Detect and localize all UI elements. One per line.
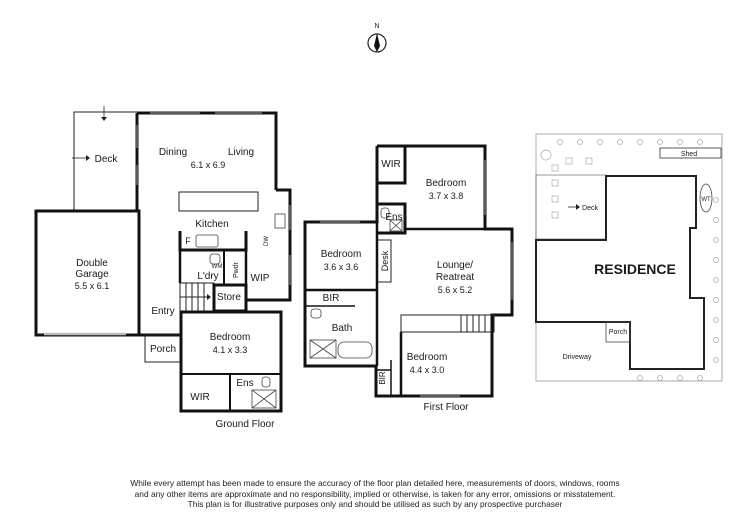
shed-outline	[659, 147, 722, 159]
wip-east-wall	[246, 188, 292, 302]
compass-north-label: N	[374, 23, 379, 30]
ff-bedroom-w-size: 3.6 x 3.6	[324, 262, 359, 272]
site-plan	[535, 133, 723, 382]
first-floor-plan	[303, 144, 514, 398]
disclaimer-line-1: While every attempt has been made to ens…	[130, 478, 620, 488]
first-floor-west-wall	[303, 146, 379, 368]
site-shed-label: Shed	[681, 151, 697, 158]
compass-rose: N	[367, 23, 387, 53]
disclaimer-line-3: This plan is for illustrative purposes o…	[187, 499, 563, 510]
ground-floor-caption: Ground Floor	[216, 419, 276, 430]
first-floor-labels: WIR Bedroom 3.7 x 3.8 Ens Bedroom 3.6 x …	[321, 159, 475, 413]
first-floor-caption: First Floor	[424, 402, 470, 413]
site-porch-outline	[605, 321, 631, 343]
compass-needle-icon	[374, 33, 380, 52]
disclaimer-text: While every attempt has been made to ens…	[0, 478, 750, 510]
ground-floor-plan	[34, 106, 292, 413]
gf-dining-label: Dining	[159, 147, 187, 158]
ground-floor-labels: Deck Dining Living 6.1 x 6.9 Kitchen F W…	[75, 147, 275, 430]
ff-wir-walls	[377, 146, 407, 185]
site-driveway-label: Driveway	[563, 354, 592, 361]
gf-wm-label: WM	[212, 264, 223, 270]
gf-garage-label: Double	[76, 258, 108, 269]
gf-bedroom-label: Bedroom	[210, 332, 251, 343]
ff-lounge-size: 5.6 x 5.2	[438, 285, 473, 295]
site-plan-labels: Shed Deck WT RESIDENCE Porch Driveway	[563, 151, 711, 361]
site-wt-label: WT	[701, 197, 711, 203]
gf-garage-size: 5.5 x 6.1	[75, 281, 110, 291]
ff-bir-s-label: BIR	[378, 371, 387, 385]
ff-bedroom-s-size: 4.4 x 3.0	[410, 365, 445, 375]
gf-porch-label: Porch	[150, 344, 176, 355]
site-deck-label: Deck	[582, 205, 598, 212]
ff-ens-walls	[377, 202, 407, 235]
site-porch-label: Porch	[609, 329, 627, 336]
gf-powder-label: Pwdr	[233, 261, 240, 278]
ff-bedroom-w-label: Bedroom	[321, 249, 362, 260]
ff-ens-label: Ens	[385, 212, 402, 223]
water-tank	[699, 183, 713, 213]
gf-deck-label: Deck	[95, 154, 119, 165]
deck-outline	[73, 111, 137, 211]
gf-garage-label-line2: Garage	[75, 269, 109, 280]
ff-lounge-label: Lounge/	[437, 260, 473, 271]
ff-bedroom-s-label: Bedroom	[407, 352, 448, 363]
ff-wir-top-label: WIR	[381, 159, 400, 170]
site-residence-label: RESIDENCE	[594, 261, 676, 277]
ff-lounge-label-line2: Reatreat	[436, 272, 475, 283]
ff-bedroom-ne-size: 3.7 x 3.8	[429, 191, 464, 201]
gf-store-label: Store	[217, 292, 241, 303]
ff-bath-label: Bath	[332, 323, 353, 334]
gf-wip-label: WIP	[251, 273, 270, 284]
gf-dw-label: DW	[264, 236, 270, 246]
ff-bir-w-label: BIR	[323, 293, 340, 304]
disclaimer-line-2: and any other items are approximate and …	[134, 488, 616, 499]
gf-kitchen-label: Kitchen	[195, 219, 228, 230]
gf-wir-label: WIR	[190, 392, 209, 403]
kitchen-island	[178, 191, 259, 212]
gf-laundry-label: L'dry	[197, 271, 218, 282]
ff-bedroom-ne-label: Bedroom	[426, 178, 467, 189]
ff-stairs	[400, 314, 495, 333]
kitchen-bench-walls	[178, 231, 248, 252]
gf-ens-label: Ens	[236, 378, 253, 389]
gf-fridge-label: F	[185, 236, 191, 246]
gf-living-label: Living	[228, 147, 254, 158]
gf-bedroom-size: 4.1 x 3.3	[213, 345, 248, 355]
ff-desk-label: Desk	[380, 250, 390, 271]
gf-entry-label: Entry	[151, 306, 174, 317]
gf-dining-living-size: 6.1 x 6.9	[191, 160, 226, 170]
boundary-trees	[540, 139, 719, 381]
